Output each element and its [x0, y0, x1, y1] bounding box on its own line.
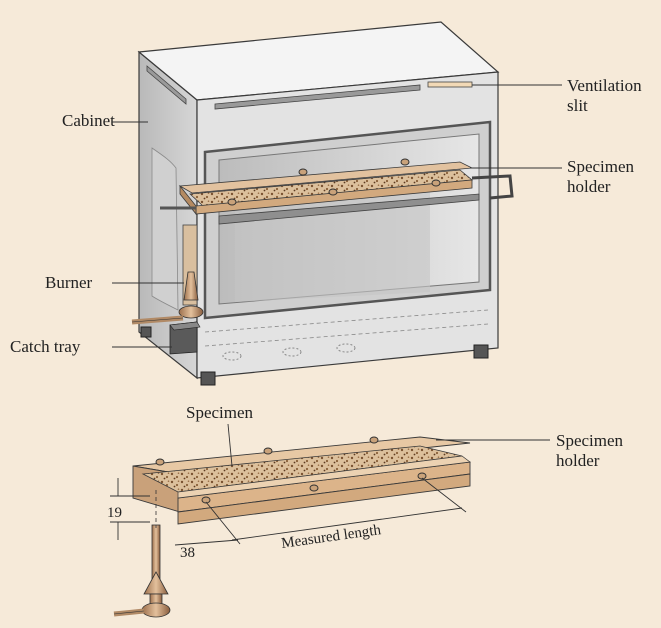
cabinet-foot-rear [140, 326, 152, 338]
detail-rail-front-top [177, 455, 471, 499]
detail-pin [309, 484, 319, 492]
cabinet-foot-front-left [200, 371, 216, 386]
cabinet-foot-front-right [473, 344, 489, 359]
holder-pin [227, 198, 237, 206]
burner-gas-pipe-outline [131, 317, 184, 323]
detail-burner-tube [151, 524, 161, 580]
burner-nozzle [183, 271, 199, 301]
vent-hole-1 [222, 351, 242, 361]
detail-pin [263, 447, 273, 455]
leader-specimen [227, 423, 233, 467]
label-specimen-holder-bottom-1: Specimen [556, 431, 624, 450]
detail-specimen-holder [132, 436, 471, 525]
label-specimen-holder-top-2: holder [567, 177, 611, 196]
detail-base-plate [177, 473, 471, 525]
label-catch-tray: Catch tray [10, 337, 81, 356]
detail-pin [201, 496, 211, 504]
dim-flame-height: 19 [107, 505, 122, 521]
detail-burner-base [141, 602, 171, 618]
label-burner: Burner [45, 273, 93, 292]
label-ventilation-slit-2: slit [567, 96, 588, 115]
vent-hole-3 [336, 343, 356, 353]
ventilation-slit-side [146, 65, 187, 105]
dim-offset: 38 [180, 545, 195, 561]
holder-handle [471, 174, 514, 200]
ventilation-slit-marker [427, 81, 473, 88]
catch-tray-top [169, 321, 201, 331]
ventilation-slit-front [214, 84, 421, 110]
cabinet-burner [131, 224, 204, 325]
detail-pin [417, 472, 427, 480]
label-specimen: Specimen [186, 403, 254, 422]
detail-pin [369, 436, 379, 444]
detail-burner-cone [143, 571, 169, 595]
holder-pin [400, 158, 410, 166]
detail-burner-neck [149, 593, 163, 605]
front-dashed-lines [204, 309, 489, 347]
label-ventilation-slit-1: Ventilation [567, 76, 642, 95]
label-cabinet: Cabinet [62, 111, 115, 130]
detail-gas-pipe-outline [113, 610, 145, 615]
dim-measure-line [231, 507, 463, 541]
vent-hole-2 [282, 347, 302, 357]
holder-pin [328, 188, 338, 196]
holder-pin [298, 168, 308, 176]
dim-measure-ext-right [421, 477, 467, 513]
cabinet-specimen-holder [160, 158, 514, 225]
dim-38-line [174, 539, 239, 546]
side-window [151, 147, 179, 311]
dim-measure-ext-left [205, 501, 241, 545]
burner-base [178, 305, 204, 319]
detail-pin [155, 458, 165, 466]
holder-support-shelf [218, 193, 480, 225]
holder-pin [431, 179, 441, 187]
label-specimen-holder-top-1: Specimen [567, 157, 635, 176]
label-specimen-holder-bottom-2: holder [556, 451, 600, 470]
detail-burner [113, 490, 171, 618]
